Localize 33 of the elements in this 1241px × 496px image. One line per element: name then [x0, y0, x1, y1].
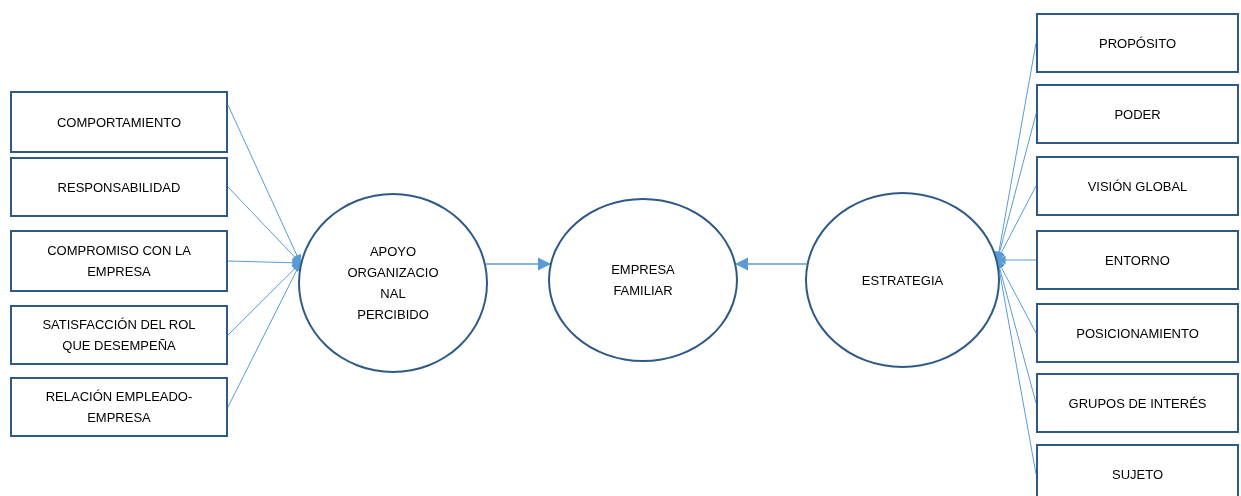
node-label: SATISFACCIÓN DEL ROL QUE DESEMPEÑA	[41, 316, 197, 355]
node-label: COMPROMISO CON LA EMPRESA	[46, 242, 192, 281]
node-label: PODER	[1113, 105, 1162, 124]
node-label: COMPORTAMIENTO	[55, 113, 183, 132]
concept-box	[1036, 84, 1239, 144]
concept-box	[1036, 13, 1239, 73]
node-label: ESTRATEGIA	[860, 271, 945, 290]
concept-box	[10, 157, 228, 217]
node-label: APOYO ORGANIZACIO NAL PERCIBIDO	[346, 243, 440, 324]
concept-box	[10, 91, 228, 153]
arrow	[227, 262, 301, 336]
concept-box	[10, 305, 228, 365]
concept-box	[1036, 444, 1239, 496]
node-label: ENTORNO	[1104, 251, 1171, 270]
arrow	[996, 185, 1037, 261]
node-label: GRUPOS DE INTERÉS	[1067, 394, 1208, 413]
node-label: EMPRESA FAMILIAR	[610, 261, 676, 300]
concept-box	[1036, 303, 1239, 363]
node-label: RELACIÓN EMPLEADO- EMPRESA	[44, 388, 194, 427]
concept-box	[10, 377, 228, 437]
node-label: POSICIONAMIENTO	[1075, 324, 1200, 343]
concept-box	[1036, 156, 1239, 216]
node-label: VISIÓN GLOBAL	[1086, 177, 1189, 196]
arrow	[227, 258, 302, 268]
arrow	[996, 255, 1037, 265]
arrow	[227, 186, 301, 264]
concept-box	[1036, 373, 1239, 433]
arrow	[996, 259, 1037, 334]
concept-box	[1036, 230, 1239, 290]
node-label: PROPÓSITO	[1097, 34, 1178, 53]
concept-box	[10, 230, 228, 292]
node-label: SUJETO	[1110, 465, 1165, 484]
node-label: RESPONSABILIDAD	[56, 178, 182, 197]
